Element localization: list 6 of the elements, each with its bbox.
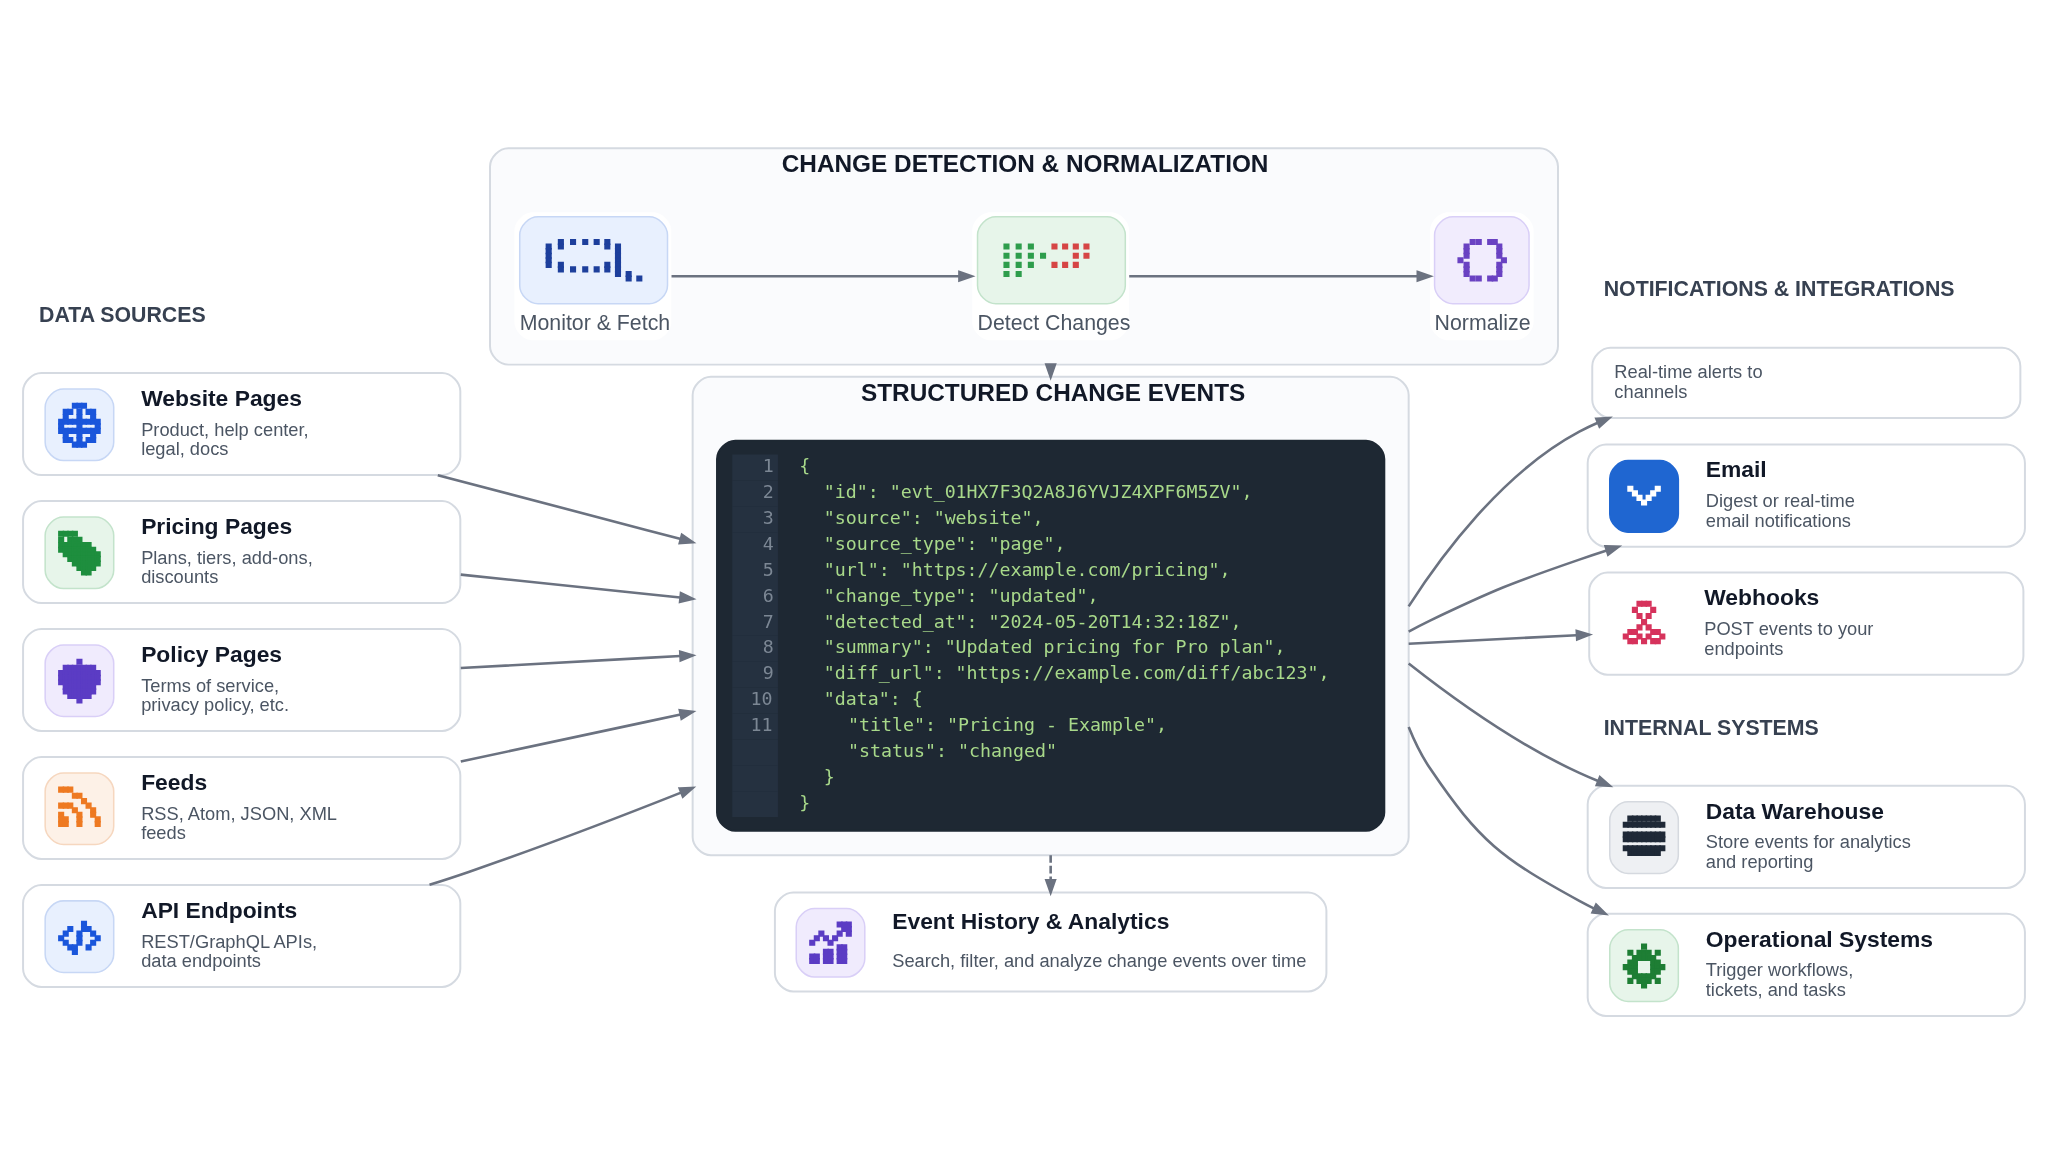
label: NOTIFICATIONS & INTEGRATIONS [1603, 277, 1955, 302]
node-label: Monitor & Fetch [519, 310, 671, 335]
label: DATA SOURCES [39, 303, 206, 328]
node-label: Detect Changes [977, 310, 1131, 335]
label: INTERNAL SYSTEMS [1603, 716, 1819, 741]
node-label: Normalize [1434, 310, 1531, 335]
